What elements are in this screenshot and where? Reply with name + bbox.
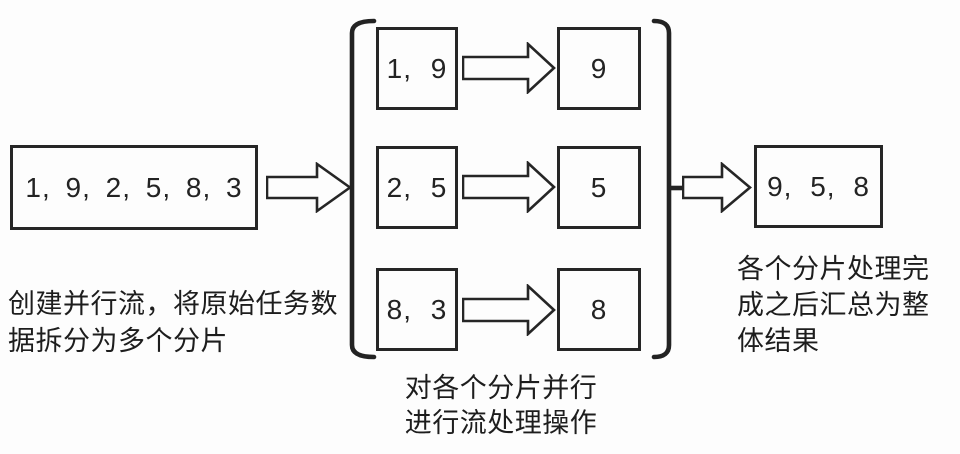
shards-caption: 对各个分片并行 进行流处理操作 — [395, 371, 607, 441]
shard-input-box-2: 2, 5 — [376, 146, 458, 229]
caption-line: 对各个分片并行 — [404, 373, 598, 403]
shard-input-box-1: 1, 9 — [376, 27, 458, 110]
caption-line: 体结果 — [737, 326, 820, 356]
result-caption: 各个分片处理完 成之后汇总为整 体结果 — [737, 251, 930, 359]
result-box: 9, 5, 8 — [754, 145, 883, 228]
process-arrow-1-icon — [462, 42, 556, 94]
left-bracket-icon — [344, 18, 378, 365]
shard-output-box-1: 9 — [557, 27, 641, 110]
source-data-box: 1, 9, 2, 5, 8, 3 — [10, 145, 258, 230]
caption-line: 据拆分为多个分片 — [8, 326, 228, 356]
right-bracket-icon — [650, 18, 686, 365]
caption-line: 成之后汇总为整 — [737, 290, 930, 320]
process-arrow-2-icon — [462, 161, 556, 213]
process-arrow-3-icon — [462, 284, 556, 336]
caption-line: 创建并行流，将原始任务数 — [8, 289, 338, 319]
source-caption: 创建并行流，将原始任务数 据拆分为多个分片 — [8, 286, 338, 360]
caption-line: 各个分片处理完 — [737, 254, 930, 284]
shard-input-box-3: 8, 3 — [376, 268, 458, 351]
shard-output-box-3: 8 — [557, 268, 641, 351]
split-arrow-icon — [266, 162, 352, 213]
caption-line: 进行流处理操作 — [404, 408, 598, 438]
merge-arrow-icon — [682, 162, 752, 213]
shard-output-box-2: 5 — [557, 146, 641, 229]
